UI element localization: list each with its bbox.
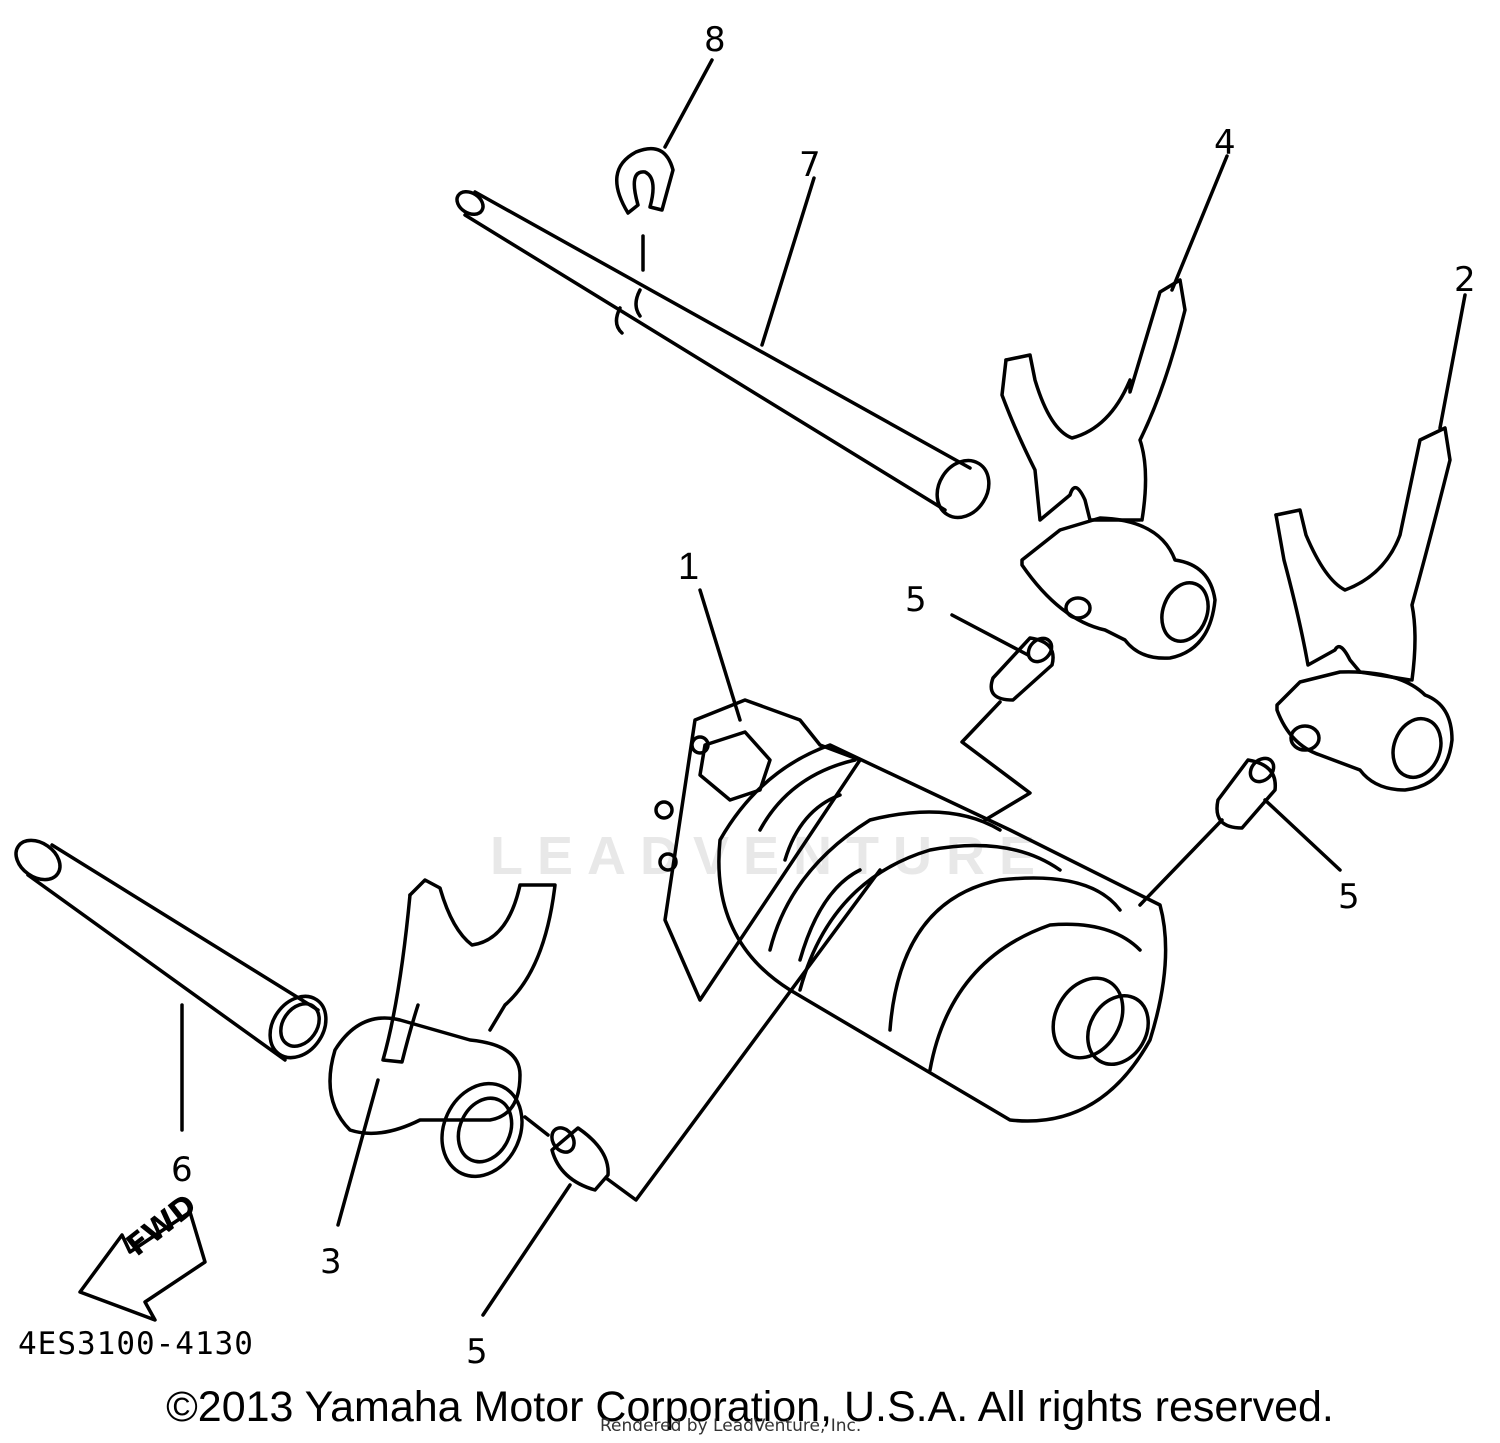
leader-line-3 [336, 1078, 380, 1227]
leader-line-pin-lower [604, 868, 882, 1202]
leader-line-1 [698, 588, 742, 722]
diagram-code: 4ES3100-4130 [18, 1326, 254, 1362]
leader-line-pin-upper [960, 700, 1032, 822]
callout-2: 2 [1454, 260, 1476, 300]
forward-direction-arrow [78, 1210, 207, 1322]
callout-3: 3 [320, 1242, 342, 1282]
leader-line-5c [481, 1183, 572, 1317]
shift-fork-3[interactable] [328, 878, 557, 1190]
circlip[interactable] [614, 146, 675, 215]
leader-line-4 [1170, 154, 1229, 292]
watermark-text: LEADVENTURE [490, 826, 1050, 886]
callout-5-lower: 5 [466, 1332, 488, 1372]
guide-pin-lower[interactable] [547, 1124, 610, 1192]
shift-drum-assembly[interactable] [654, 698, 1168, 1123]
copyright-notice: ©2013 Yamaha Motor Corporation, U.S.A. A… [166, 1383, 1334, 1431]
shift-fork-shaft-upper[interactable] [453, 187, 999, 527]
leader-line-pin-lower-b [523, 1115, 550, 1137]
callout-7: 7 [799, 145, 821, 185]
callout-4: 4 [1214, 123, 1236, 163]
leader-line-7 [760, 176, 816, 347]
guide-pin-upper[interactable] [989, 634, 1056, 702]
callout-5-right: 5 [1338, 877, 1360, 917]
rendered-by-notice: Rendered by LeadVenture, Inc. [600, 1416, 862, 1436]
shift-fork-shaft-lower[interactable] [9, 832, 338, 1068]
callout-8: 8 [704, 20, 726, 60]
leader-line-5a [950, 613, 1030, 657]
leader-line-5b [1263, 798, 1342, 872]
guide-pin-right[interactable] [1215, 754, 1278, 830]
shift-fork-4[interactable] [1000, 278, 1217, 660]
leader-line-pin-right [1138, 818, 1224, 907]
callout-1: 1 [678, 546, 700, 588]
callout-5-upper: 5 [905, 580, 927, 620]
shift-fork-2[interactable] [1274, 426, 1454, 792]
callout-6: 6 [171, 1150, 193, 1190]
leader-line-2 [1438, 293, 1467, 430]
leader-line-8 [663, 58, 714, 149]
